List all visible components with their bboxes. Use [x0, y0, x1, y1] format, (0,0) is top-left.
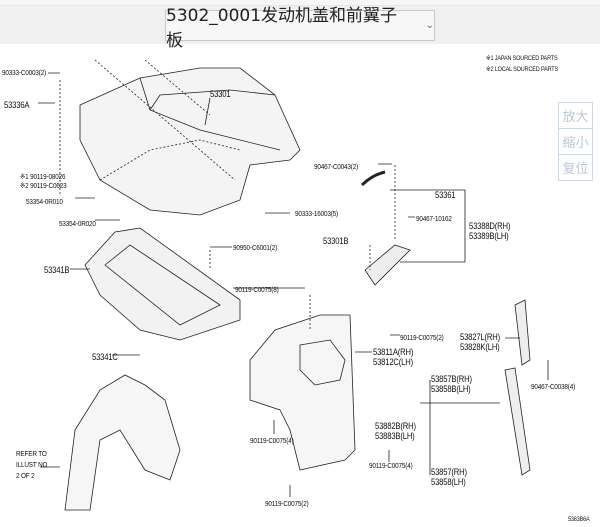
- top-bar: [0, 0, 600, 6]
- zoom-controls: 放大 缩小 复位: [558, 102, 593, 181]
- part-label[interactable]: 90467-C0043(2): [314, 162, 359, 171]
- diagram-select[interactable]: 5302_0001发动机盖和前翼子板 ⌄: [165, 6, 435, 51]
- part-label[interactable]: 90950-C6001(2): [233, 243, 278, 252]
- fender-bracket: [504, 367, 531, 476]
- chevron-down-icon: ⌄: [425, 20, 434, 31]
- part-label[interactable]: 53828K(LH): [460, 342, 500, 352]
- part-label[interactable]: 53882B(RH): [375, 421, 416, 431]
- illustration-code: 5383B6A: [568, 516, 590, 523]
- part-label[interactable]: 53812C(LH): [373, 357, 413, 367]
- part-label[interactable]: 53354-0R010: [26, 197, 63, 206]
- part-label[interactable]: 53341B: [44, 265, 70, 275]
- part-label[interactable]: 53301: [210, 89, 231, 99]
- part-label[interactable]: 53857(RH): [431, 467, 467, 477]
- refer-note: REFER TO: [16, 449, 47, 458]
- refer-note: 2 OF 2: [16, 471, 35, 480]
- hood-insulator: [84, 227, 241, 341]
- part-label[interactable]: 53301B: [323, 236, 349, 246]
- part-label[interactable]: 53811A(RH): [373, 347, 414, 357]
- part-label[interactable]: 53354-0R020: [59, 219, 96, 228]
- part-label[interactable]: 53336A: [4, 100, 30, 110]
- hood-hinge: [364, 244, 411, 286]
- zoom-out-button[interactable]: 缩小: [558, 128, 593, 155]
- part-label[interactable]: 90119-C0075(2): [265, 499, 309, 508]
- part-label[interactable]: 90119-C0075(2): [400, 333, 444, 342]
- part-label[interactable]: 53389B(LH): [469, 231, 509, 241]
- part-label[interactable]: 90467-10162: [416, 214, 452, 223]
- part-label[interactable]: 53858B(LH): [431, 384, 471, 394]
- note-japan-sourced: ※1 JAPAN SOURCED PARTS: [486, 55, 558, 62]
- part-label[interactable]: ※2 90119-C0623: [20, 181, 67, 190]
- header-bar: 5302_0001发动机盖和前翼子板 ⌄: [0, 6, 600, 51]
- part-label[interactable]: ※1 90119-08026: [20, 172, 66, 181]
- part-label[interactable]: 53858(LH): [431, 477, 466, 487]
- parts-drawing: [38, 59, 549, 511]
- fender-liner: [64, 374, 181, 511]
- part-label[interactable]: 53388D(RH): [469, 221, 511, 231]
- refer-note: ILLUST NO: [16, 460, 48, 469]
- zoom-in-button[interactable]: 放大: [558, 102, 593, 129]
- part-label[interactable]: 90119-C0075(8): [235, 285, 279, 294]
- front-fender: [249, 314, 356, 471]
- parts-diagram[interactable]: ※1 JAPAN SOURCED PARTS ※2 LOCAL SOURCED …: [0, 44, 600, 527]
- part-label[interactable]: 90467-C0038(4): [531, 382, 576, 391]
- part-label[interactable]: 90119-C0075(4): [369, 461, 413, 470]
- part-label[interactable]: 90333-16003(5): [295, 209, 338, 218]
- part-label[interactable]: 53857B(RH): [431, 374, 472, 384]
- seal-strip: [514, 299, 531, 366]
- part-label[interactable]: 90333-C0003(2): [2, 68, 47, 77]
- part-label[interactable]: 53361: [435, 190, 456, 200]
- reset-zoom-button[interactable]: 复位: [558, 154, 593, 181]
- part-label[interactable]: 53827L(RH): [460, 332, 500, 342]
- note-local-sourced: ※2 LOCAL SOURCED PARTS: [486, 66, 559, 73]
- part-label[interactable]: 53341C: [92, 352, 118, 362]
- diagram-select-value: 5302_0001发动机盖和前翼子板: [166, 5, 398, 51]
- part-label[interactable]: 53883B(LH): [375, 431, 415, 441]
- part-label[interactable]: 90119-C0075(4): [250, 436, 294, 445]
